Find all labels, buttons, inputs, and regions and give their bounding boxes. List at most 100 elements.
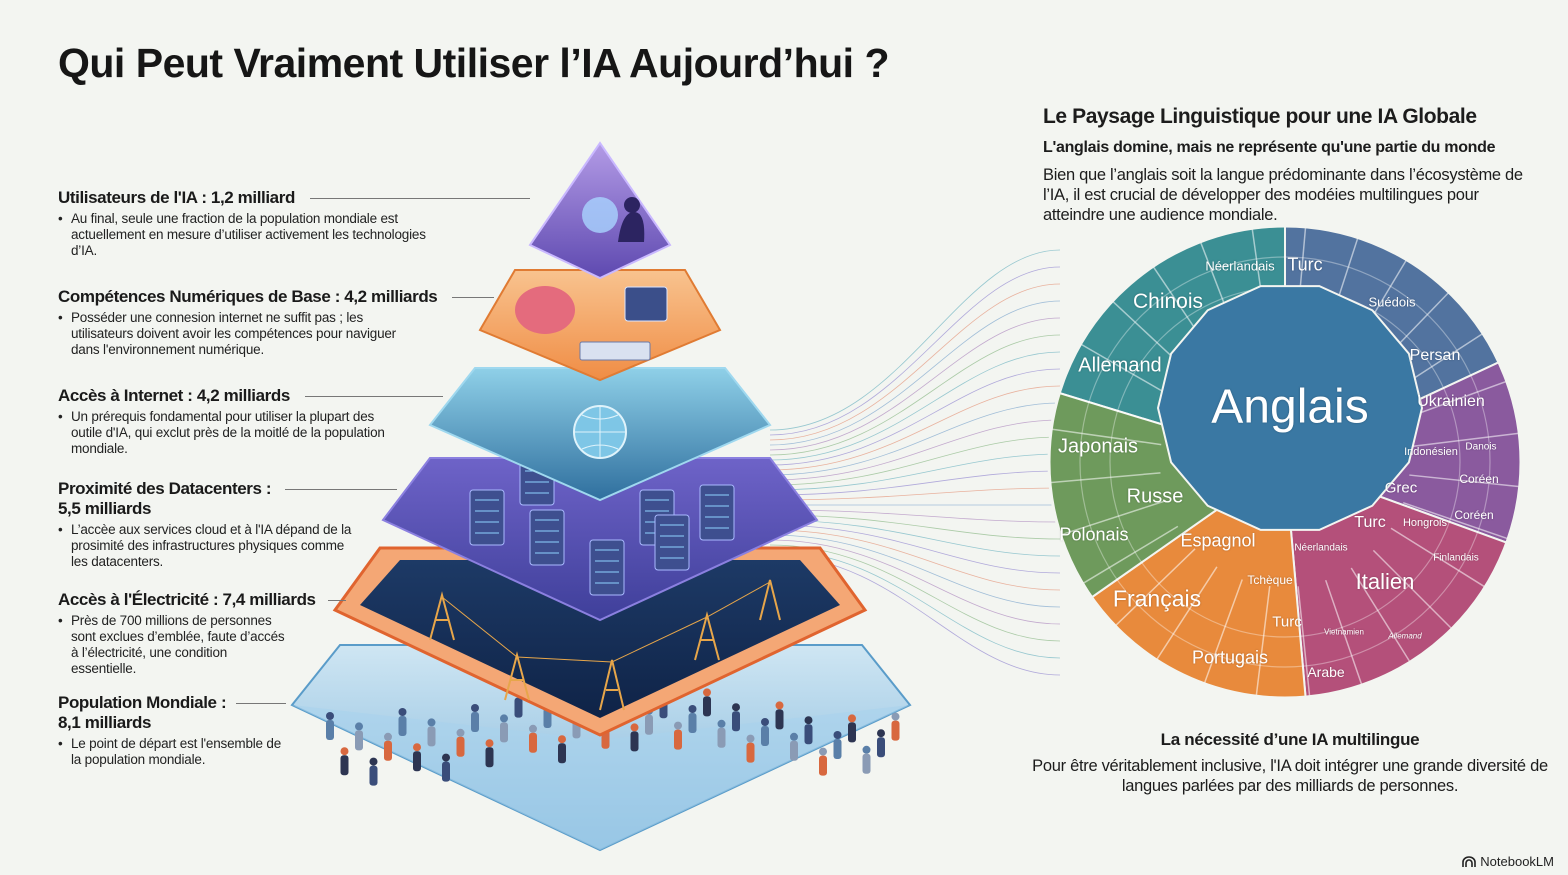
level-ai-users: Utilisateurs de l'IA : 1,2 milliard Au f…	[58, 188, 438, 259]
person-icon	[804, 716, 813, 725]
language-label: Arabe	[1307, 664, 1345, 680]
person-icon	[485, 739, 494, 748]
language-label: Turc	[1272, 613, 1302, 631]
level-description: Posséder une connesion internet ne suffi…	[58, 310, 401, 358]
person-icon	[413, 751, 421, 772]
person-icon	[369, 757, 378, 766]
flow-line	[769, 317, 1061, 451]
person-icon	[630, 723, 639, 732]
person-icon	[413, 743, 421, 752]
level-heading: Population Mondiale : 8,1 milliards	[58, 693, 227, 732]
flow-line	[769, 249, 1061, 431]
person-icon	[703, 696, 711, 717]
language-label: Allemand	[1388, 631, 1422, 641]
language-label: Japonais	[1057, 435, 1139, 458]
connector-line	[452, 297, 494, 298]
flow-line	[769, 368, 1061, 466]
flow-line	[769, 266, 1061, 436]
flow-line	[769, 509, 1061, 523]
language-label: Danois	[1465, 441, 1497, 453]
monitor-icon	[624, 286, 668, 322]
level-digital-skills: Compétences Numériques de Base : 4,2 mil…	[58, 287, 458, 358]
person-icon	[340, 755, 349, 776]
cell-border	[1402, 501, 1509, 540]
person-icon	[819, 755, 827, 776]
language-label: Coréen	[1459, 472, 1499, 486]
person-icon	[471, 712, 479, 732]
person-icon	[500, 722, 508, 743]
person-icon	[790, 740, 798, 761]
flow-line	[769, 300, 1061, 446]
person-icon	[384, 740, 392, 761]
person-icon	[558, 743, 566, 764]
language-section-body: Bien que l’anglais soit la langue prédom…	[1043, 166, 1523, 224]
language-section-title: Le Paysage Linguistique pour une IA Glob…	[1043, 105, 1477, 128]
language-label: Espagnol	[1180, 530, 1256, 551]
cell-border	[1409, 474, 1520, 488]
person-icon	[456, 728, 465, 737]
person-icon	[891, 720, 900, 741]
language-label-center: Anglais	[1211, 380, 1369, 434]
language-cell-center	[1156, 285, 1424, 531]
person-icon	[340, 747, 349, 756]
level-description: Un prérequis fondamental pour utiliser l…	[58, 409, 388, 457]
person-icon	[804, 724, 813, 745]
person-icon	[790, 732, 798, 741]
language-label: Grec	[1384, 479, 1418, 497]
flow-line	[769, 487, 1061, 501]
flow-line	[769, 470, 1061, 496]
cell-border	[1255, 585, 1271, 697]
connector-line	[328, 600, 346, 601]
language-label: Italien	[1355, 569, 1415, 594]
person-icon	[645, 714, 653, 735]
brain-icon	[515, 286, 575, 334]
language-label: Turc	[1354, 514, 1386, 531]
person-icon	[456, 736, 465, 757]
cell-border	[1082, 525, 1179, 585]
person-icon	[500, 714, 508, 723]
keyboard-icon	[579, 341, 651, 361]
cell-border	[1114, 548, 1196, 627]
server-rack-icon	[589, 539, 625, 596]
flow-line	[769, 283, 1061, 441]
person-icon	[848, 714, 856, 723]
flow-line	[769, 529, 1061, 591]
person-icon	[618, 212, 645, 242]
person-icon	[427, 726, 436, 747]
cell-border	[1203, 579, 1243, 685]
multilingual-title: La nécessité d’une IA multilingue	[1160, 730, 1420, 749]
person-icon	[891, 712, 900, 721]
person-icon	[427, 718, 436, 727]
notebooklm-brand: NotebookLM	[1462, 854, 1554, 869]
level-internet: Accès à Internet : 4,2 milliards Un prér…	[58, 386, 388, 457]
cell-border	[1051, 428, 1162, 446]
person-icon	[833, 739, 842, 759]
level-description: Au final, seule une fraction de la popul…	[58, 211, 438, 259]
language-label: Russe	[1126, 485, 1184, 508]
level-population: Population Mondiale : 8,1 milliards Le p…	[58, 693, 288, 768]
connecting-flow-lines	[769, 249, 1061, 676]
person-icon	[442, 761, 450, 782]
connector-line	[285, 489, 397, 490]
person-icon	[485, 747, 494, 768]
flow-line	[769, 385, 1061, 471]
notebooklm-logo-icon	[1462, 855, 1477, 867]
level-heading: Accès à l'Électricité : 7,4 milliards	[58, 590, 316, 609]
language-label: Indonésien	[1404, 446, 1458, 458]
person-icon	[746, 734, 755, 743]
level-heading: Accès à Internet : 4,2 milliards	[58, 386, 290, 405]
person-icon	[514, 697, 523, 718]
flow-line	[769, 351, 1061, 461]
person-icon	[877, 737, 885, 758]
person-icon	[384, 732, 392, 741]
person-icon	[732, 711, 740, 732]
cell-border	[1079, 256, 1491, 668]
level-heading: Proximité des Datacenters : 5,5 milliard…	[58, 479, 272, 518]
flow-line	[769, 524, 1061, 574]
language-label: Persan	[1409, 347, 1461, 364]
person-icon	[862, 745, 871, 754]
connector-line	[305, 396, 443, 397]
connector-line	[310, 198, 530, 199]
language-label: Chinois	[1132, 290, 1204, 313]
person-icon	[746, 742, 755, 763]
